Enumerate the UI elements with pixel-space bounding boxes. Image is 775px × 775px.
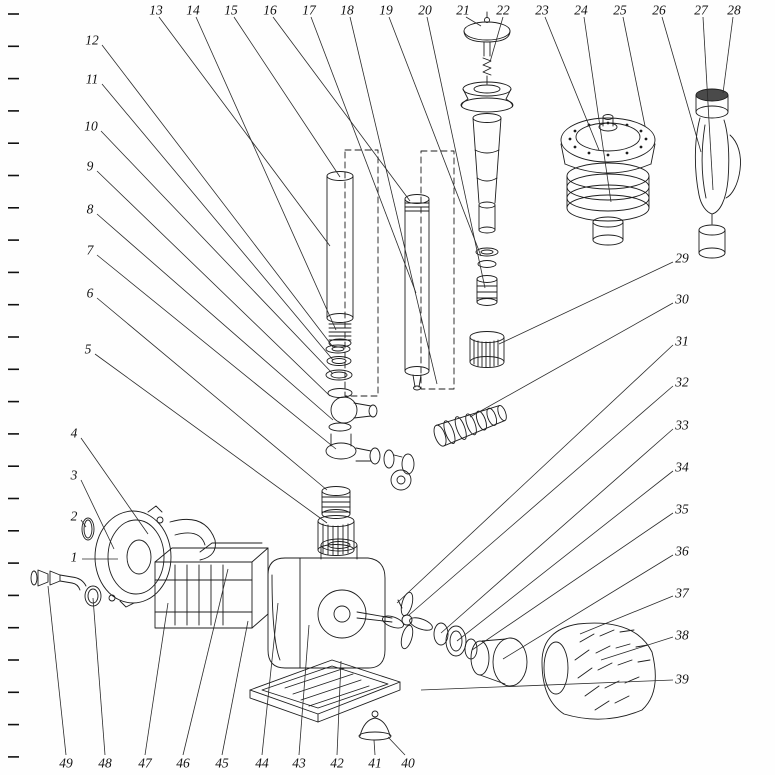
leader-line-45 bbox=[221, 620, 249, 756]
leader-line-14 bbox=[195, 16, 337, 331]
part-riser-cylinder bbox=[592, 216, 624, 246]
leader-line-46 bbox=[182, 568, 229, 756]
leader-line-34 bbox=[456, 470, 674, 642]
leader-line-37 bbox=[579, 595, 674, 635]
leader-line-42 bbox=[336, 660, 342, 756]
leader-line-41 bbox=[373, 739, 376, 756]
leader-line-43 bbox=[298, 624, 310, 756]
part-telescopic-rings bbox=[566, 162, 650, 222]
part-threaded-nipple bbox=[321, 486, 351, 519]
leader-line-48 bbox=[92, 597, 106, 756]
leader-line-32 bbox=[408, 385, 674, 616]
leader-line-25 bbox=[622, 16, 646, 127]
leader-line-17 bbox=[310, 16, 417, 294]
leader-line-23 bbox=[544, 16, 600, 151]
leader-line-44 bbox=[261, 602, 279, 756]
leader-line-38 bbox=[600, 636, 674, 661]
leader-line-15 bbox=[233, 16, 341, 178]
part-right-cylinder-top bbox=[695, 88, 729, 119]
part-o-ring bbox=[81, 517, 95, 541]
part-clip-bracket bbox=[694, 117, 741, 225]
leader-line-16 bbox=[272, 16, 411, 202]
leader-line-11 bbox=[101, 83, 334, 361]
leader-line-13 bbox=[158, 16, 331, 247]
part-right-tube bbox=[404, 194, 430, 391]
alternate-position-box-left bbox=[344, 149, 379, 397]
part-elbow-fitting bbox=[327, 388, 378, 432]
part-front-cover bbox=[94, 505, 216, 608]
leader-line-36 bbox=[502, 554, 674, 660]
part-base-plate bbox=[249, 659, 401, 723]
leader-line-47 bbox=[144, 602, 169, 756]
leader-line-22 bbox=[489, 16, 504, 63]
part-ribbed-adapter bbox=[317, 515, 355, 556]
part-end-cap bbox=[470, 637, 528, 687]
part-hose-barb bbox=[433, 404, 507, 447]
part-small-washers bbox=[475, 247, 499, 268]
alternate-position-box-right bbox=[420, 150, 455, 390]
part-spring-stem bbox=[482, 41, 492, 85]
leader-line-21 bbox=[465, 16, 482, 27]
leader-line-8 bbox=[96, 213, 334, 421]
leader-line-20 bbox=[426, 16, 486, 289]
leader-line-12 bbox=[101, 44, 334, 348]
part-left-elbow-fitting bbox=[30, 569, 87, 591]
leader-line-18 bbox=[349, 16, 438, 385]
part-cone-tube bbox=[472, 113, 502, 234]
part-rotor-rings bbox=[433, 622, 478, 660]
part-bell-nozzle bbox=[460, 81, 514, 113]
part-fountain-cap bbox=[463, 11, 511, 43]
part-washer-stack bbox=[325, 344, 353, 381]
part-impeller bbox=[356, 591, 433, 650]
leader-line-9 bbox=[96, 170, 331, 397]
leader-line-29 bbox=[498, 261, 674, 345]
leader-line-39 bbox=[420, 679, 674, 691]
part-pump-body bbox=[267, 538, 386, 669]
part-fountain-head-disc bbox=[560, 114, 656, 174]
leader-line-10 bbox=[100, 130, 334, 375]
leader-line-35 bbox=[471, 512, 674, 651]
leader-line-24 bbox=[583, 16, 612, 203]
leader-line-6 bbox=[96, 297, 328, 491]
leader-line-40 bbox=[387, 736, 406, 756]
leader-line-33 bbox=[440, 428, 674, 634]
leader-line-27 bbox=[702, 16, 714, 191]
leader-line-2 bbox=[80, 519, 87, 528]
leader-line-49 bbox=[47, 585, 67, 756]
leader-line-5 bbox=[94, 353, 328, 524]
leader-line-31 bbox=[396, 344, 674, 604]
leader-line-26 bbox=[661, 16, 702, 153]
leader-line-30 bbox=[469, 302, 674, 418]
part-right-cylinder-bottom bbox=[698, 224, 726, 259]
leader-line-28 bbox=[722, 16, 734, 94]
leader-line-7 bbox=[96, 254, 337, 450]
leader-line-19 bbox=[388, 16, 482, 257]
part-threaded-coupler bbox=[476, 275, 498, 306]
leader-line-3 bbox=[80, 479, 115, 550]
part-suction-cup bbox=[358, 710, 392, 741]
part-knurled-coupler bbox=[469, 331, 505, 368]
part-left-tube bbox=[326, 171, 354, 348]
part-tee-valve bbox=[325, 433, 415, 491]
leader-line-4 bbox=[80, 437, 149, 535]
